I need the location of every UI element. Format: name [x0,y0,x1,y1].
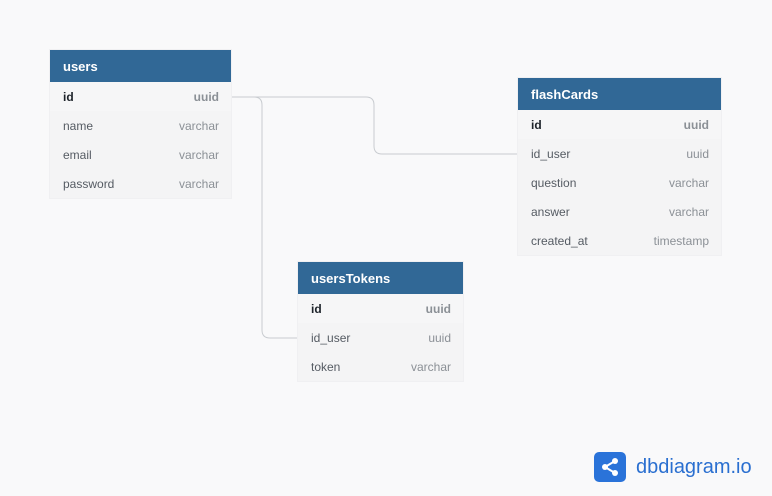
field-name: id [311,301,322,316]
table-header-users[interactable]: users [50,50,231,82]
table-row[interactable]: id uuid [298,294,463,323]
table-row[interactable]: id uuid [50,82,231,111]
table-userstokens[interactable]: usersTokens id uuid id_user uuid token v… [298,262,463,381]
field-type: uuid [683,117,709,132]
table-users[interactable]: users id uuid name varchar email varchar… [50,50,231,198]
field-name: question [531,175,577,190]
brand-logo[interactable]: dbdiagram.io [594,452,752,482]
field-type: uuid [428,330,451,345]
field-name: id [63,89,74,104]
table-row[interactable]: answer varchar [518,197,721,226]
field-name: id_user [531,146,571,161]
brand-name: dbdiagram.io [636,455,752,478]
field-name: created_at [531,233,588,248]
field-type: varchar [668,175,709,190]
field-name: password [63,176,115,191]
field-name: name [63,118,94,133]
table-title: flashCards [531,86,599,102]
field-type: varchar [410,359,451,374]
field-type: uuid [425,301,451,316]
field-type: varchar [178,147,219,162]
table-row[interactable]: created_at timestamp [518,226,721,255]
table-row[interactable]: password varchar [50,169,231,198]
table-row[interactable]: token varchar [298,352,463,381]
table-row[interactable]: email varchar [50,140,231,169]
field-type: varchar [668,204,709,219]
field-type: uuid [193,89,219,104]
relationship-users-userstokens[interactable] [231,96,298,339]
field-type: timestamp [653,233,709,248]
table-flashcards[interactable]: flashCards id uuid id_user uuid question… [518,78,721,255]
table-row[interactable]: name varchar [50,111,231,140]
field-type: varchar [178,176,219,191]
table-title: users [63,58,98,74]
table-row[interactable]: question varchar [518,168,721,197]
field-name: token [311,359,341,374]
table-title: usersTokens [311,270,391,286]
table-header-flashcards[interactable]: flashCards [518,78,721,110]
relationship-users-flashcards[interactable] [231,96,518,155]
table-row[interactable]: id_user uuid [298,323,463,352]
field-name: answer [531,204,570,219]
field-name: id [531,117,542,132]
field-name: id_user [311,330,351,345]
table-row[interactable]: id_user uuid [518,139,721,168]
field-type: varchar [178,118,219,133]
table-header-userstokens[interactable]: usersTokens [298,262,463,294]
table-row[interactable]: id uuid [518,110,721,139]
field-name: email [63,147,92,162]
share-nodes-icon [594,452,626,482]
field-type: uuid [686,146,709,161]
